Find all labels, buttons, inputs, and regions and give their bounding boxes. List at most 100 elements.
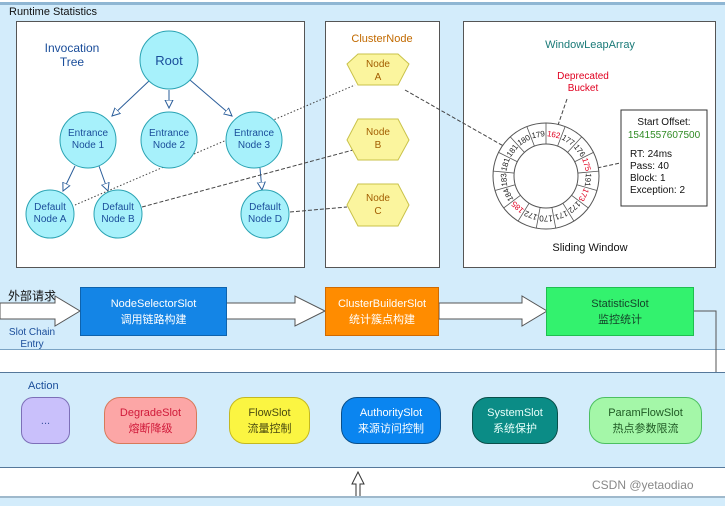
default-node-d-line2: Node D	[248, 214, 282, 225]
runtime-statistics-title: Runtime Statistics	[9, 6, 98, 18]
bottom-panel	[0, 496, 725, 506]
default-node-b-line1: Default	[102, 202, 134, 213]
system-slot-name: SystemSlot	[487, 406, 543, 419]
cluster-node-c: Node C	[346, 183, 410, 227]
degrade-slot-name: DegradeSlot	[119, 406, 182, 419]
entry-arrow	[0, 295, 81, 327]
edge-root-entrance3	[189, 79, 232, 116]
system-slot-desc: 系统保护	[493, 422, 537, 435]
ring-bucket-12: 183	[499, 172, 509, 187]
param-flow-slot-name: ParamFlowSlot	[608, 406, 683, 419]
ring-divider	[517, 202, 530, 222]
degrade-slot: DegradeSlot 熔断降级	[104, 397, 197, 444]
bucket-info-box	[620, 109, 708, 207]
ring-divider	[567, 136, 583, 153]
entrance-node-2: Entrance Node 2	[140, 111, 198, 169]
ring-bucket-16: 179	[531, 129, 546, 140]
ring-divider	[571, 194, 589, 209]
root-node-label: Root	[155, 53, 183, 68]
ring-divider	[526, 126, 535, 147]
default-node-a-line1: Default	[34, 202, 66, 213]
ring-bucket-0: 162	[546, 129, 561, 140]
ring-divider	[557, 126, 566, 147]
entrance-node-3-line2: Node 3	[238, 140, 271, 151]
default-node-a-line2: Node A	[34, 214, 67, 225]
watermark: CSDN @yetaodiao	[592, 478, 694, 492]
cluster-node-title: ClusterNode	[351, 33, 412, 45]
degrade-slot-desc: 熔断降级	[128, 422, 173, 435]
default-node-d: Default Node D	[240, 189, 290, 239]
block-value: Block: 1	[630, 173, 666, 184]
default-node-d-line1: Default	[249, 202, 281, 213]
default-node-a: Default Node A	[25, 189, 75, 239]
node-selector-slot-name: NodeSelectorSlot	[110, 297, 197, 310]
entrance-node-1-line2: Node 1	[72, 140, 105, 151]
edge-root-entrance1	[112, 79, 151, 116]
slot-chain-entry-line1: Slot Chain	[8, 327, 56, 338]
edge-entrance1-defaultB	[98, 165, 108, 191]
entrance-node-3-line1: Entrance	[234, 128, 274, 139]
rt-value: RT: 24ms	[630, 149, 672, 160]
exception-value: Exception: 2	[630, 185, 685, 196]
action-ellipsis: ...	[21, 397, 70, 444]
cluster-builder-slot-name: ClusterBuilderSlot	[337, 297, 427, 310]
ring-divider	[494, 184, 516, 191]
ring-divider	[498, 152, 518, 163]
ring-divider	[493, 170, 515, 174]
cluster-node-b-line2: B	[375, 140, 382, 151]
entrance-node-2-line1: Entrance	[149, 128, 189, 139]
entrance-node-1: Entrance Node 1	[59, 111, 117, 169]
ring-divider	[577, 170, 599, 174]
ring-divider	[503, 194, 521, 209]
ring-bucket-8: 170	[539, 214, 553, 223]
ring-divider	[574, 152, 594, 163]
map-defaultB-nodeB	[141, 149, 354, 208]
entrance-node-2-line2: Node 2	[153, 140, 186, 151]
entrance-node-1-line1: Entrance	[68, 128, 108, 139]
cluster-node-c-line2: C	[374, 206, 381, 217]
map-deprecated-bucket	[556, 98, 568, 129]
statistic-slot-desc: 监控统计	[598, 313, 642, 326]
ring-divider	[509, 136, 525, 153]
ring-bucket-4: 191	[583, 173, 593, 188]
cluster-node-a-line1: Node	[366, 59, 390, 70]
cluster-node-a-line2: A	[375, 72, 382, 83]
ring-divider	[562, 202, 575, 222]
external-request-label: 外部请求	[8, 289, 57, 303]
flow-slot: FlowSlot 流量控制	[229, 397, 310, 444]
edge-entrance1-defaultA	[63, 165, 76, 191]
system-slot: SystemSlot 系统保护	[472, 397, 558, 444]
default-node-b-line2: Node B	[101, 214, 135, 225]
statistic-slot: StatisticSlot 监控统计	[546, 287, 694, 336]
authority-slot-name: AuthoritySlot	[359, 406, 423, 419]
start-offset-label: Start Offset:	[637, 117, 690, 128]
deprecated-bucket-label-line1: Deprecated	[557, 71, 609, 82]
arrow-nodeselector-clusterbuilder	[225, 295, 327, 327]
flow-slot-name: FlowSlot	[248, 406, 291, 419]
node-selector-slot-desc: 调用链路构建	[120, 313, 187, 326]
default-node-b: Default Node B	[93, 189, 143, 239]
slot-chain-entry-line2: Entry	[20, 339, 44, 350]
pass-value: Pass: 40	[630, 161, 669, 172]
action-ellipsis-text: ...	[40, 414, 51, 427]
flow-slot-desc: 流量控制	[247, 422, 292, 435]
deprecated-bucket-label-line2: Bucket	[568, 83, 599, 94]
ring-bucket-13: 181	[499, 156, 511, 172]
sliding-window-caption: Sliding Window	[552, 242, 627, 254]
window-leap-array-title: WindowLeapArray	[545, 39, 635, 51]
cluster-builder-slot: ClusterBuilderSlot 统计簇点构建	[325, 287, 439, 336]
cluster-builder-slot-desc: 统计簇点构建	[349, 313, 415, 326]
cluster-node-b: Node B	[346, 118, 410, 161]
arrow-clusterbuilder-statistic	[438, 295, 548, 327]
invocation-tree-label-line2: Tree	[60, 55, 85, 69]
ring-divider	[576, 184, 598, 191]
cluster-node-b-line1: Node	[366, 127, 390, 138]
param-flow-slot-desc: 热点参数限流	[612, 422, 679, 435]
edge-entrance3-defaultD	[260, 167, 262, 190]
start-offset-value: 1541557607500	[628, 130, 701, 141]
ring-divider	[535, 207, 541, 229]
root-node: Root	[139, 30, 199, 90]
entrance-node-3: Entrance Node 3	[225, 111, 283, 169]
authority-slot-desc: 来源访问控制	[358, 422, 424, 435]
